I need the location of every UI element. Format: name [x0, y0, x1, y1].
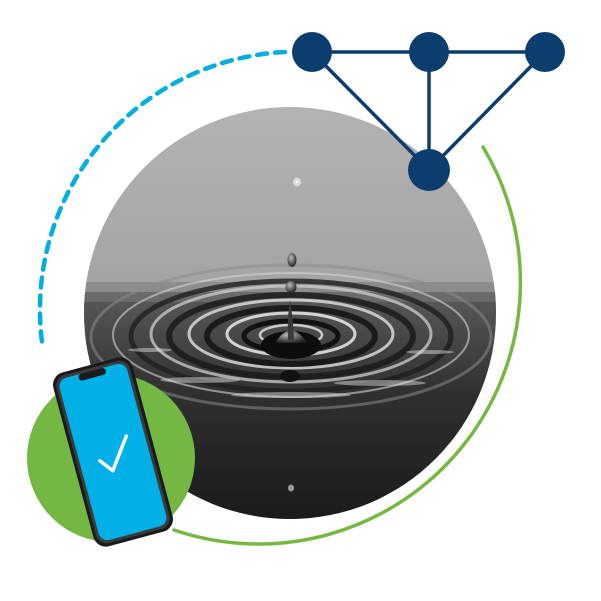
network-icon — [292, 32, 565, 191]
solid-arc — [172, 145, 523, 546]
network-node-left — [292, 32, 332, 72]
network-node-bottom — [408, 149, 450, 191]
checkmark-icon — [98, 434, 129, 473]
network-node-right — [525, 32, 565, 72]
network-node-center — [409, 32, 449, 72]
dashed-arc — [37, 49, 288, 345]
smartphone-icon — [53, 357, 173, 547]
